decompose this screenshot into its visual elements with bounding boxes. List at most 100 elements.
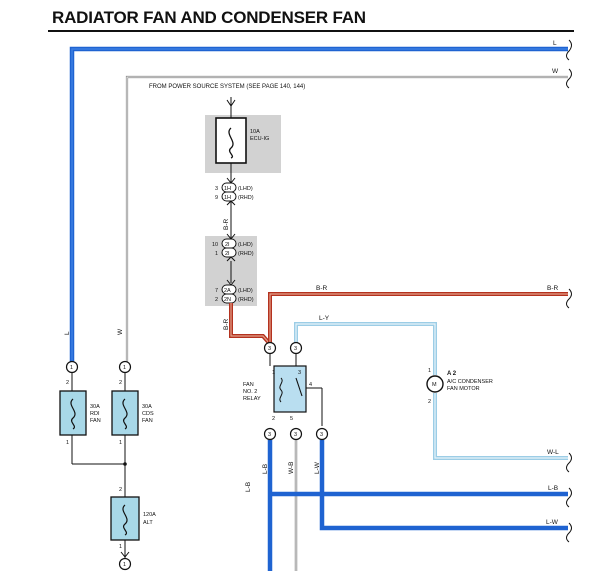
- condenser-fan-motor: [426, 375, 444, 393]
- connector-circle-relay1: [263, 341, 277, 355]
- alt-arrow-icon: [120, 551, 130, 558]
- pin-cds-bot: 1: [119, 440, 122, 446]
- fuse-cds-element: [122, 398, 128, 430]
- relay-pin-1: 1: [272, 370, 275, 376]
- relay-coil-icon: [279, 377, 283, 403]
- relay-label-2: NO. 2: [243, 389, 257, 395]
- id-1h-bot: 1H: [224, 195, 231, 201]
- connector-1h-bot: [221, 191, 237, 202]
- break-mark-w: [566, 68, 572, 89]
- wire-wl-core: [434, 393, 568, 459]
- wire-w-top-core: [126, 76, 568, 362]
- ecu-fuse-amp: 10A: [250, 129, 260, 135]
- pin-2i-top: 10: [212, 242, 218, 248]
- connector-2i-bot: [221, 247, 237, 258]
- motor-symbol: M: [432, 382, 437, 388]
- motor-pin-top: 1: [428, 368, 431, 374]
- break-mark-wl: [566, 452, 572, 473]
- connector-circle-relay3: [289, 341, 303, 355]
- wire-label-wl: W-L: [547, 449, 559, 456]
- wire-label-br-left: B-R: [223, 319, 230, 331]
- break-mark-l: [566, 39, 572, 61]
- connector-circle-l: [65, 360, 79, 374]
- wire-label-w-vert: W: [117, 328, 124, 335]
- note-1h-top: (LHD): [238, 186, 253, 192]
- circle-label-relay3: 3: [294, 346, 297, 352]
- power-arrow-icon: [226, 99, 236, 107]
- wire-ly-core: [295, 323, 436, 375]
- id-2a-top: 2A: [224, 288, 231, 294]
- relay-pin-5: 5: [290, 416, 293, 422]
- fuse-alt-element: [122, 504, 128, 536]
- wire-label-lb-right: L-B: [548, 485, 558, 492]
- cds-fuse-amp: 30A: [142, 404, 152, 410]
- wire-label-wb: W-B: [288, 461, 295, 474]
- circle-label-alt: 1: [123, 562, 126, 568]
- relay-label-3: RELAY: [243, 396, 261, 402]
- power-source-label: FROM POWER SOURCE SYSTEM (SEE PAGE 140, …: [149, 84, 305, 90]
- wire-lw-relay: [319, 440, 568, 531]
- arrow-1h-bottom-icon: [226, 200, 236, 206]
- id-2i-top: 2I: [225, 242, 230, 248]
- pin-rdi-top: 2: [66, 380, 69, 386]
- arrow-2i-bottom-icon: [226, 256, 236, 262]
- wire-label-br-top: B-R: [316, 285, 328, 292]
- wire-br-right: [268, 292, 568, 344]
- rdi-fuse-name1: RDI: [90, 411, 100, 417]
- note-2i-bot: (RHD): [238, 251, 254, 257]
- note-1h-bot: (RHD): [238, 195, 254, 201]
- connector-circle-alt: [118, 557, 132, 571]
- relay-contact-icon: [295, 377, 303, 397]
- wire-label-br-left-top: B-R: [223, 219, 230, 231]
- fuse-rdi-fan: [59, 390, 87, 436]
- motor-label-1: A/C CONDENSER: [447, 379, 493, 385]
- break-mark-br: [566, 288, 572, 309]
- wire-l-top-core: [71, 48, 568, 362]
- fuse-rdi-element: [70, 398, 76, 430]
- pin-2a-top: 7: [215, 288, 218, 294]
- cds-fuse-name1: CDS: [142, 411, 154, 417]
- id-1h-top: 1H: [224, 186, 231, 192]
- fan-relay-box: [273, 365, 307, 413]
- wire-br-right-core: [269, 293, 568, 344]
- pin-2n-bot: 2: [215, 297, 218, 303]
- connector-circle-w: [118, 360, 132, 374]
- id-2n-bot: 2N: [224, 297, 231, 303]
- circle-label-relay5: 3: [294, 432, 297, 438]
- fuse-ecu-ig: [215, 117, 247, 164]
- wire-ly: [294, 322, 437, 375]
- pin-alt-top: 2: [119, 487, 122, 493]
- wire-label-lb-mid: L-B: [262, 464, 269, 474]
- circle-label-w: 1: [123, 365, 126, 371]
- wire-br-main-core: [230, 303, 271, 345]
- wire-label-ly: L-Y: [319, 315, 330, 322]
- page-title: RADIATOR FAN AND CONDENSER FAN: [52, 8, 366, 27]
- pin-rdi-bot: 1: [66, 440, 69, 446]
- fuse-alt: [110, 496, 140, 541]
- note-2n-bot: (RHD): [238, 297, 254, 303]
- relay-pin-4: 4: [309, 382, 312, 388]
- note-2i-top: (LHD): [238, 242, 253, 248]
- wire-label-l-vert: L: [64, 331, 71, 335]
- fuse-ecu-ig-element: [228, 127, 234, 159]
- title-rule: [48, 30, 574, 32]
- rdi-fuse-name2: FAN: [90, 418, 101, 424]
- wire-label-br-right: B-R: [547, 285, 559, 292]
- circle-label-relay4: 3: [320, 432, 323, 438]
- wire-label-lb-bottom: L-B: [245, 482, 252, 492]
- wire-label-lw-right: L-W: [546, 519, 559, 526]
- pin-alt-bot: 1: [119, 544, 122, 550]
- connector-circle-relay2: [263, 427, 277, 441]
- connector-circle-relay4: [315, 427, 329, 441]
- cds-fuse-name2: FAN: [142, 418, 153, 424]
- ecu-fuse-name: ECU-IG: [250, 136, 269, 142]
- wire-label-w-top: W: [552, 68, 559, 75]
- id-2i-bot: 2I: [225, 251, 230, 257]
- wire-label-l-top: L: [553, 40, 557, 47]
- wire-w-top: [125, 75, 568, 362]
- circle-label-relay2: 3: [268, 432, 271, 438]
- rdi-fuse-amp: 30A: [90, 404, 100, 410]
- break-mark-lw: [566, 522, 572, 543]
- connector-circle-relay5: [289, 427, 303, 441]
- pin-1h-top: 3: [215, 186, 218, 192]
